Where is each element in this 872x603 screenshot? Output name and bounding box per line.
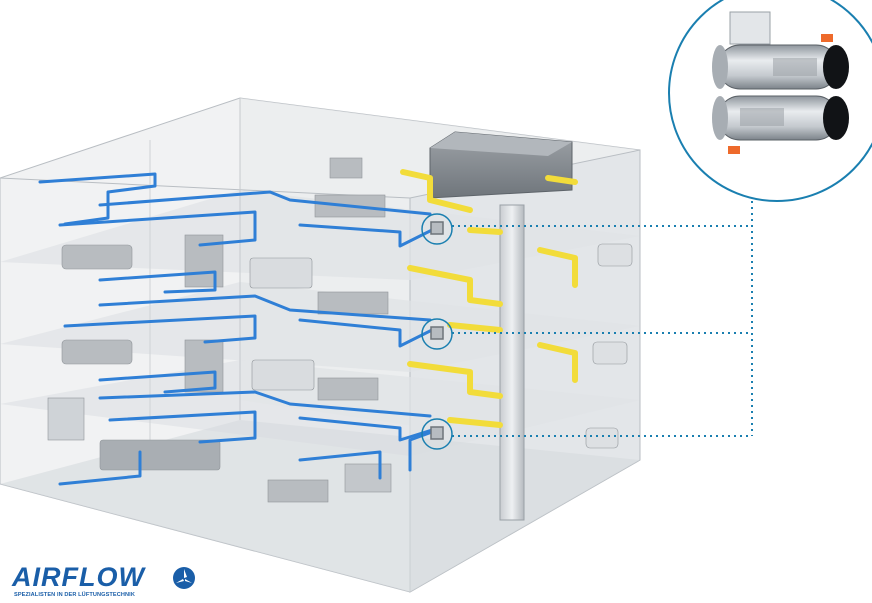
conference-table-icon	[99, 439, 221, 471]
sink-icon	[585, 427, 619, 449]
supply-ducts	[38, 172, 434, 486]
sink-icon	[592, 341, 628, 365]
bed-icon	[251, 359, 315, 391]
unit-callouts	[421, 213, 453, 450]
sofa-icon	[61, 244, 133, 270]
fan-icon	[173, 567, 195, 589]
kitchen-counter	[317, 291, 389, 315]
floor-slab-2	[0, 282, 640, 372]
leader-lines	[452, 195, 753, 437]
logo-wordmark: AIRFLOW	[12, 562, 145, 592]
wall-picture	[47, 397, 85, 441]
logo-tagline: SPEZIALISTEN IN DER LÜFTUNGSTECHNIK	[14, 592, 135, 598]
kitchen-counter	[317, 377, 379, 401]
riser-shaft	[499, 204, 525, 521]
airflow-logo: AIRFLOW SPEZIALISTEN IN DER LÜFTUNGSTECH…	[12, 563, 212, 599]
cabinet	[184, 339, 224, 393]
desk-icon	[267, 479, 329, 503]
callout-circle-bottom	[421, 418, 453, 450]
shelf	[344, 463, 392, 493]
bed-icon	[249, 257, 313, 289]
sofa-icon	[61, 339, 133, 365]
zoom-detail	[668, 0, 872, 202]
tv	[329, 157, 363, 179]
ventilation-unit-icon	[429, 131, 573, 199]
floor-slab-3	[0, 190, 640, 280]
callout-circle-top	[421, 213, 453, 245]
extract-ducts	[400, 169, 578, 428]
sink-icon	[597, 243, 633, 267]
